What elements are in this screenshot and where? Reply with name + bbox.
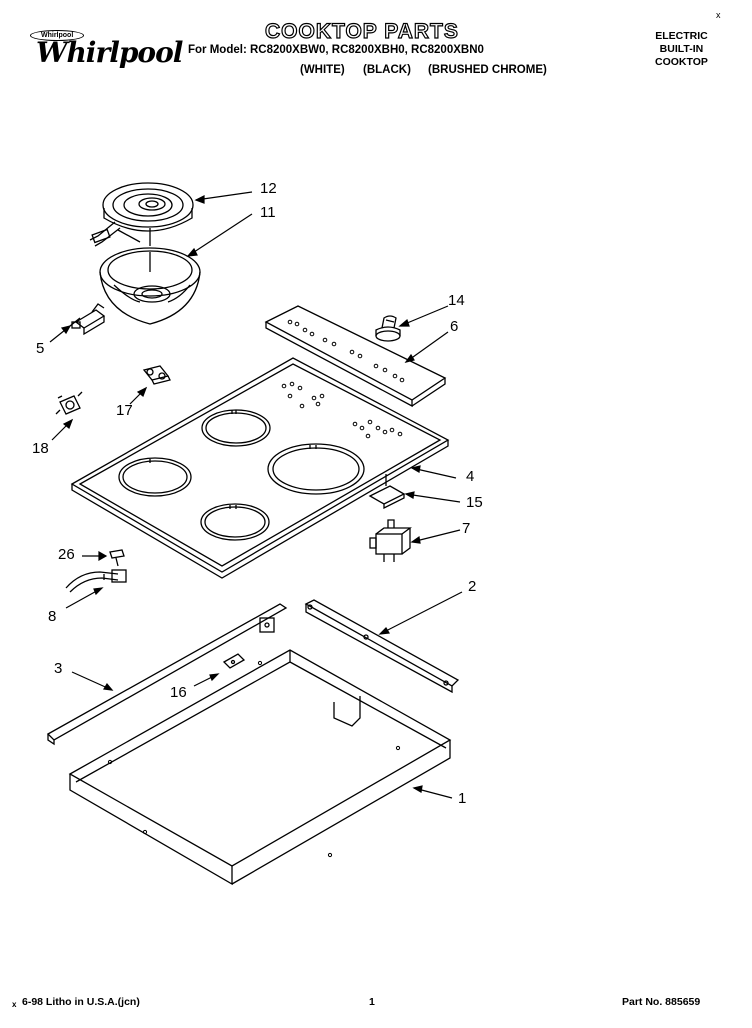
type-line-built-in: BUILT-IN	[659, 43, 704, 55]
control-panel	[264, 305, 447, 408]
infinite-switch	[55, 391, 83, 415]
callout-3: 3	[54, 660, 63, 677]
surface-element	[89, 182, 194, 247]
screw	[109, 549, 125, 567]
callout-1: 1	[458, 790, 467, 807]
callout-18: 18	[32, 440, 49, 457]
control-switch	[369, 519, 412, 562]
brand-name: Whirlpool	[36, 36, 183, 69]
rear-trim	[304, 599, 460, 694]
front-trim	[46, 603, 288, 746]
terminal-block	[69, 303, 106, 336]
callout-2: 2	[468, 578, 477, 595]
bracket	[142, 365, 171, 385]
type-line-electric: ELECTRIC	[655, 30, 708, 42]
whirlpool-logo: Whirlpool Whirlpool	[30, 30, 183, 75]
callout-6: 6	[450, 318, 459, 335]
callout-15: 15	[466, 494, 483, 511]
type-line-cooktop: COOKTOP	[655, 56, 708, 68]
drip-bowl	[99, 247, 201, 325]
mounting-clip	[368, 474, 406, 510]
callout-17: 17	[116, 402, 133, 419]
trim-clip	[222, 653, 246, 669]
callout-26: 26	[58, 546, 75, 563]
cooktop-housing	[68, 649, 452, 886]
callout-8: 8	[48, 608, 57, 625]
footer-mark: x	[12, 1000, 17, 1009]
color-white: (WHITE)	[300, 64, 345, 76]
callout-12: 12	[260, 180, 277, 197]
callout-7: 7	[462, 520, 471, 537]
color-black: (BLACK)	[363, 64, 411, 76]
logo-badge: Whirlpool	[30, 30, 85, 41]
wire-harness	[65, 569, 127, 593]
litho-line: 6-98 Litho in U.S.A.(jcn)	[22, 996, 140, 1008]
callout-11: 11	[260, 204, 276, 221]
corner-mark: x	[716, 10, 721, 20]
control-knob	[375, 315, 401, 342]
callout-5: 5	[36, 340, 45, 357]
page-title: COOKTOP PARTS	[264, 19, 459, 43]
callout-14: 14	[448, 292, 465, 309]
callout-16: 16	[170, 684, 187, 701]
leader-arrows	[49, 191, 463, 799]
page-number: 1	[369, 996, 375, 1008]
model-line: For Model: RC8200XBW0, RC8200XBH0, RC820…	[188, 44, 484, 56]
callout-4: 4	[466, 468, 475, 485]
part-number: Part No. 885659	[622, 996, 701, 1008]
color-brushed-chrome: (BRUSHED CHROME)	[428, 64, 547, 76]
appliance-type: ELECTRIC BUILT-IN COOKTOP	[655, 30, 708, 69]
cooktop-top	[70, 357, 450, 579]
